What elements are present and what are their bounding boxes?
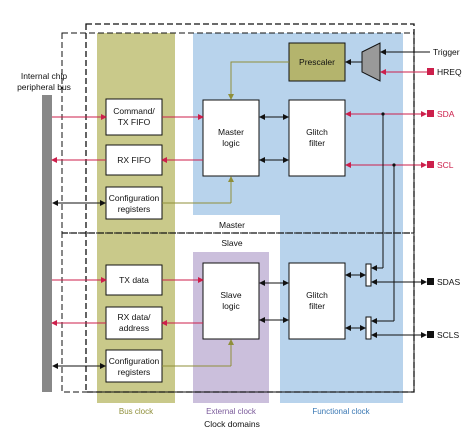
rx-data-address-block [105, 306, 163, 340]
master-logic-block [202, 99, 260, 177]
scls-buffer [365, 316, 372, 340]
trigger-label: Trigger [433, 47, 460, 57]
tx-data-label: TX data [119, 275, 149, 285]
sdas-buffer [365, 263, 372, 287]
config-registers-slave-line1: Configuration [109, 356, 160, 366]
scl-junction [392, 163, 396, 167]
bus-title-line2: peripheral bus [17, 82, 71, 92]
master-label: Master [219, 220, 245, 230]
scl-pin [427, 161, 434, 168]
master-section-outline [61, 32, 415, 234]
prescaler-block [288, 42, 346, 82]
prescaler-label: Prescaler [299, 57, 335, 67]
glitch-filter-master-line2: filter [309, 138, 325, 148]
slave-logic-line1: Slave [220, 290, 242, 300]
rx-data-address-line2: address [119, 323, 149, 333]
hreq-pin [427, 68, 434, 75]
prescaler-to-master-logic [228, 61, 289, 100]
bus-title-line1: Internal chip [21, 71, 68, 81]
slave-label: Slave [221, 238, 243, 248]
glitch-filter-slave-block [288, 262, 346, 340]
command-tx-fifo-line1: Command/ [113, 106, 155, 116]
config-registers-slave-line2: registers [118, 367, 151, 377]
slave-section-outline [61, 232, 415, 393]
clock-domains-label: Clock domains [204, 419, 260, 429]
slave-label-box [193, 234, 280, 251]
command-tx-fifo-line2: TX FIFO [118, 117, 151, 127]
rx-fifo-label: RX FIFO [117, 155, 151, 165]
sdas-label: SDAS [437, 277, 460, 287]
config-registers-master-line1: Configuration [109, 193, 160, 203]
scls-label: SCLS [437, 330, 460, 340]
master-logic-line1: Master [218, 127, 244, 137]
glitch-filter-slave-line2: filter [309, 301, 325, 311]
external-clock-label: External clock [206, 407, 257, 416]
command-tx-fifo-block [105, 98, 163, 136]
sdas-pin [427, 278, 434, 285]
config-registers-slave-block [105, 349, 163, 383]
bus-clock-label: Bus clock [119, 407, 154, 416]
scls-pin [427, 331, 434, 338]
rx-data-address-line1: RX data/ [117, 312, 151, 322]
glitch-filter-master-line1: Glitch [306, 127, 328, 137]
config-registers-master-line2: registers [118, 204, 151, 214]
sda-label: SDA [437, 109, 455, 119]
scl-label: SCL [437, 160, 454, 170]
peripheral-bus [42, 95, 52, 392]
rx-fifo-block [105, 144, 163, 176]
trigger-mux [361, 42, 381, 82]
sda-pin [427, 110, 434, 117]
hreq-label: HREQ [437, 67, 462, 77]
sda-junction [381, 112, 385, 116]
config-registers-master-block [105, 186, 163, 220]
master-label-box [193, 215, 280, 232]
glitch-filter-master-block [288, 99, 346, 177]
slave-logic-line2: logic [222, 301, 240, 311]
functional-clock-label: Functional clock [312, 407, 370, 416]
glitch-filter-slave-line1: Glitch [306, 290, 328, 300]
master-logic-line2: logic [222, 138, 240, 148]
